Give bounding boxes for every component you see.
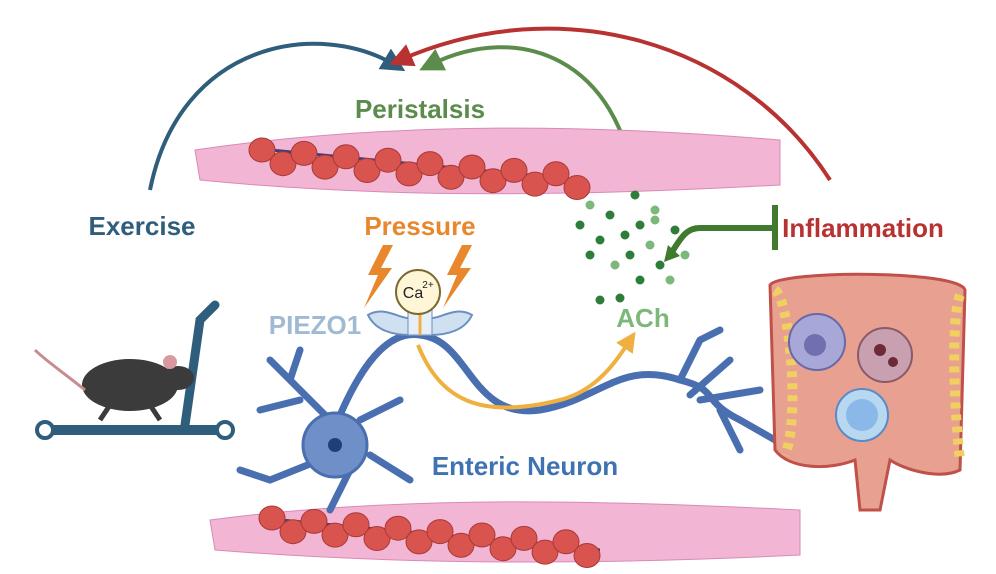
muscle-cell (269, 151, 297, 177)
muscle-cell (332, 144, 360, 170)
muscle-cell (426, 519, 454, 545)
muscle-cell (510, 525, 538, 551)
ach-molecule (585, 250, 595, 260)
ach-molecule (620, 230, 630, 240)
neuron-nucleus (328, 438, 342, 452)
ach-molecule (605, 210, 615, 220)
inflamed-intestine (768, 272, 967, 512)
signal-arrow (416, 331, 636, 410)
ach-molecule (585, 200, 595, 210)
muscle-cell (374, 147, 402, 173)
muscle-cell (521, 171, 549, 197)
ach-molecule (670, 225, 680, 235)
muscle-cell (563, 175, 591, 200)
piezo1-label: PIEZO1 (269, 310, 361, 340)
peristalsis-label: Peristalsis (355, 94, 485, 124)
ach-molecule (630, 190, 640, 200)
muscle-cell (248, 137, 276, 163)
calcium-ion: Ca 2+ (395, 269, 441, 315)
ach-molecule (665, 275, 675, 285)
ach-molecule (625, 250, 635, 260)
muscle-cell (279, 519, 307, 545)
muscle-cell (458, 154, 486, 180)
exercise-label: Exercise (89, 211, 196, 241)
smooth-muscle-bottom (209, 501, 801, 568)
smooth-muscle-top (194, 127, 781, 200)
muscle-cell (447, 532, 475, 558)
muscle-cell (416, 151, 444, 177)
muscle-cell (405, 529, 433, 555)
ach-molecule (595, 235, 605, 245)
ach-molecule (610, 260, 620, 270)
ach-molecule (650, 215, 660, 225)
ach-molecule (645, 240, 655, 250)
muscle-cell (542, 161, 570, 187)
muscle-cell (489, 536, 517, 562)
muscle-cell (531, 539, 559, 565)
ach-molecule (680, 250, 690, 260)
ach-molecule (655, 260, 665, 270)
muscle-cell (311, 154, 339, 180)
inflammation-label: Inflammation (782, 213, 944, 243)
ach-molecule (650, 205, 660, 215)
muscle-cell (552, 529, 580, 555)
muscle-cell (468, 522, 496, 548)
muscle-cell (258, 505, 286, 531)
ach-molecules (575, 190, 690, 305)
ach-label: ACh (616, 303, 669, 333)
lightning-icon (364, 245, 393, 308)
muscle-cell (437, 164, 465, 190)
ach-molecule (595, 295, 605, 305)
muscle-cell (300, 508, 328, 534)
muscle-cell (342, 512, 370, 538)
lightning-icon (443, 245, 472, 308)
svg-text:2+: 2+ (422, 280, 434, 291)
svg-text:Ca: Ca (403, 285, 424, 302)
muscle-cell (321, 522, 349, 548)
ach-molecule (615, 293, 625, 303)
pressure-label: Pressure (364, 211, 475, 241)
muscle-cell (395, 161, 423, 187)
muscle-cell (384, 515, 412, 541)
mouse-on-treadmill (33, 300, 235, 440)
muscle-cell (363, 526, 391, 551)
muscle-cell (353, 158, 381, 183)
muscle-cell (479, 168, 507, 194)
ach-molecule (635, 275, 645, 285)
ach-molecule (575, 220, 585, 230)
enteric-neuron-label: Enteric Neuron (432, 451, 618, 481)
exercise-arrow (148, 41, 406, 191)
muscle-cell (290, 140, 318, 166)
muscle-cell (573, 543, 601, 568)
inflammation-inhibition (664, 205, 778, 262)
inflammation-arrow (389, 26, 832, 182)
enteric-neuron (236, 326, 779, 514)
ach-molecule (635, 220, 645, 230)
muscle-cell (500, 157, 528, 183)
